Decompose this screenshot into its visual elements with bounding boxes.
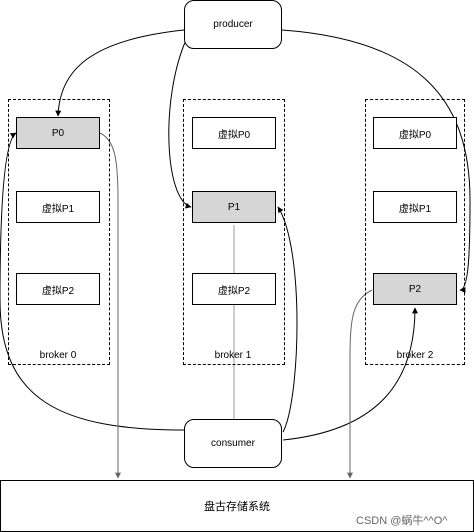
consumer-node: consumer [184,419,282,468]
broker-2-container [365,99,465,365]
broker-2-partition-p2: P2 [373,273,457,305]
partition-label: 虚拟P1 [41,203,75,215]
producer-node: producer [184,0,282,49]
producer-to-p0-arrow [55,29,185,117]
partition-label: 虚拟P0 [217,129,251,141]
p0-to-storage-arrow [99,132,121,479]
partition-label: P0 [51,127,65,139]
broker-1-partition-virtual-p0: 虚拟P0 [192,117,276,149]
partition-label: 虚拟P0 [398,129,432,141]
storage-system-box: 盘古存储系统 [0,480,474,532]
consumer-to-p2-arrow [282,307,418,441]
watermark-text: CSDN @蜗牛^^O^ [356,515,448,527]
broker-0-partition-p0: P0 [16,117,100,149]
producer-to-p2-arrow [281,29,471,293]
partition-label: P1 [227,201,241,213]
broker-1-container [183,99,285,365]
consumer-label: consumer [211,438,255,449]
broker-1-label: broker 1 [214,350,252,361]
consumer-to-p1-arrow [277,206,298,433]
broker-0-label: broker 0 [39,350,77,361]
broker-0-partition-virtual-p2: 虚拟P2 [16,273,100,305]
broker-2-partition-virtual-p0: 虚拟P0 [373,117,457,149]
broker-2-label: broker 2 [396,350,434,361]
broker-0-partition-virtual-p1: 虚拟P1 [16,191,100,223]
broker-1-partition-p1: P1 [192,191,276,223]
partition-label: P2 [408,283,422,295]
partition-label: 虚拟P2 [217,285,251,297]
broker-0-container [8,99,110,365]
consumer-to-p0-arrow [0,132,186,431]
storage-system-label: 盘古存储系统 [204,501,270,513]
producer-label: producer [213,19,253,30]
broker-1-partition-virtual-p2: 虚拟P2 [192,273,276,305]
producer-to-p1-arrow [168,39,192,209]
broker-2-partition-virtual-p1: 虚拟P1 [373,191,457,223]
partition-label: 虚拟P2 [41,285,75,297]
partition-label: 虚拟P1 [398,203,432,215]
